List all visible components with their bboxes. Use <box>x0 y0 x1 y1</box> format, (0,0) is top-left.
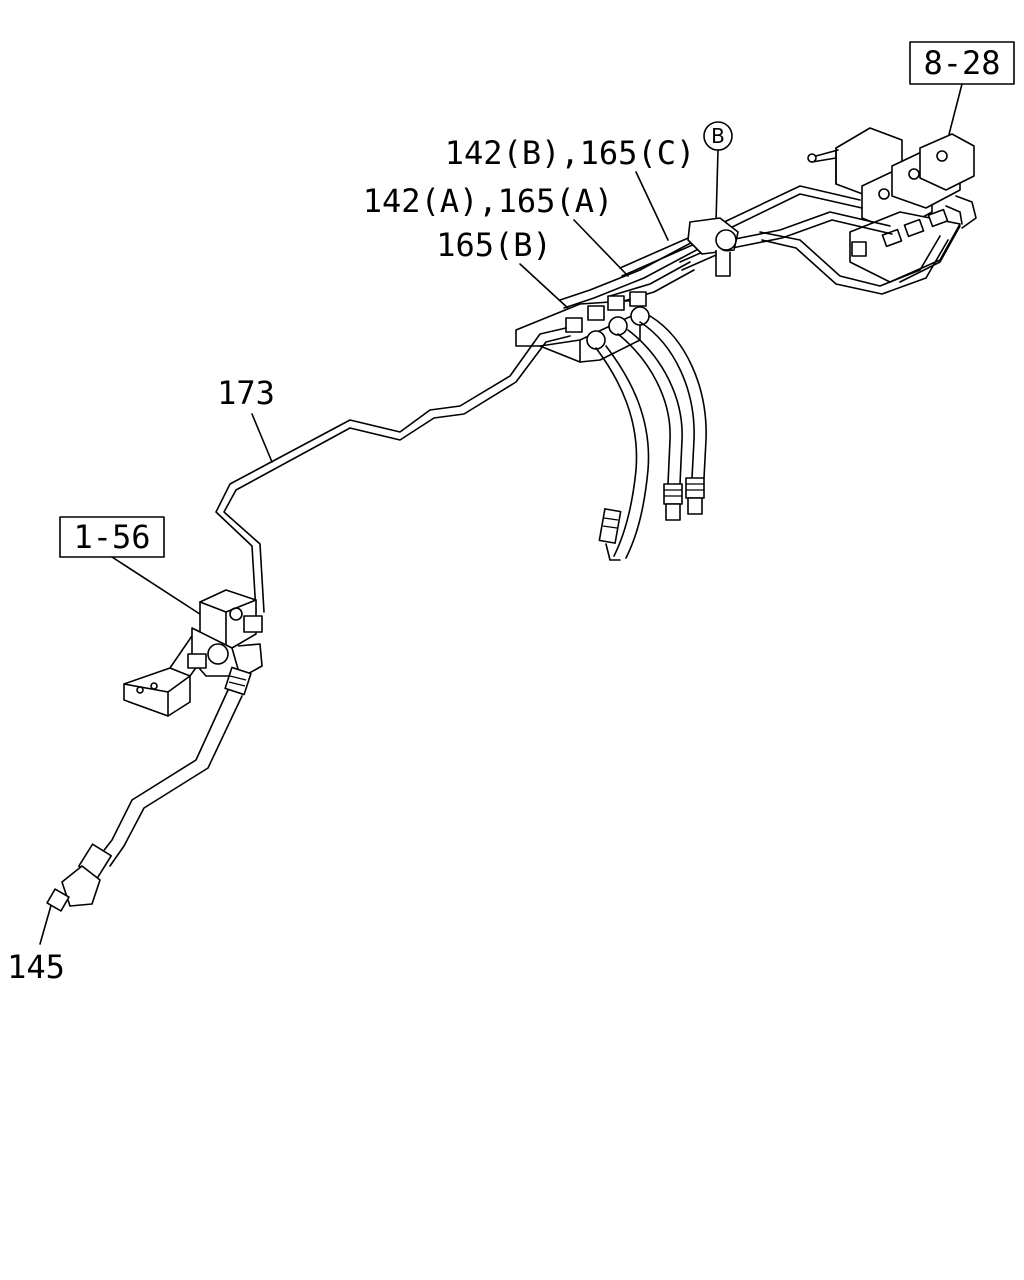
ref-box-1-56-label: 1-56 <box>73 518 150 556</box>
circle-marker-b: B <box>703 121 733 151</box>
valve-left <box>123 589 263 717</box>
callout-142a-165a: 142(A),165(A) <box>363 182 613 220</box>
callout-145: 145 <box>7 948 65 986</box>
tube-bundle-upper <box>559 185 961 309</box>
valve-assembly-right <box>807 127 977 283</box>
leader-lines <box>39 149 719 945</box>
ref-box-8-28-label: 8-28 <box>923 44 1000 82</box>
tube-173 <box>215 327 571 613</box>
tube-clamp <box>687 217 739 277</box>
leader-1-56 <box>111 556 207 619</box>
hose-145 <box>46 666 252 912</box>
callout-142b-165c: 142(B),165(C) <box>445 134 695 172</box>
svg-text:B: B <box>711 124 725 148</box>
callout-165b: 165(B) <box>436 226 552 264</box>
callout-173: 173 <box>217 374 275 412</box>
hoses-down <box>595 315 707 561</box>
ref-box-1-56[interactable]: 1-56 <box>59 516 165 558</box>
ref-box-8-28[interactable]: 8-28 <box>909 41 1015 85</box>
fitting-threads <box>228 483 704 687</box>
